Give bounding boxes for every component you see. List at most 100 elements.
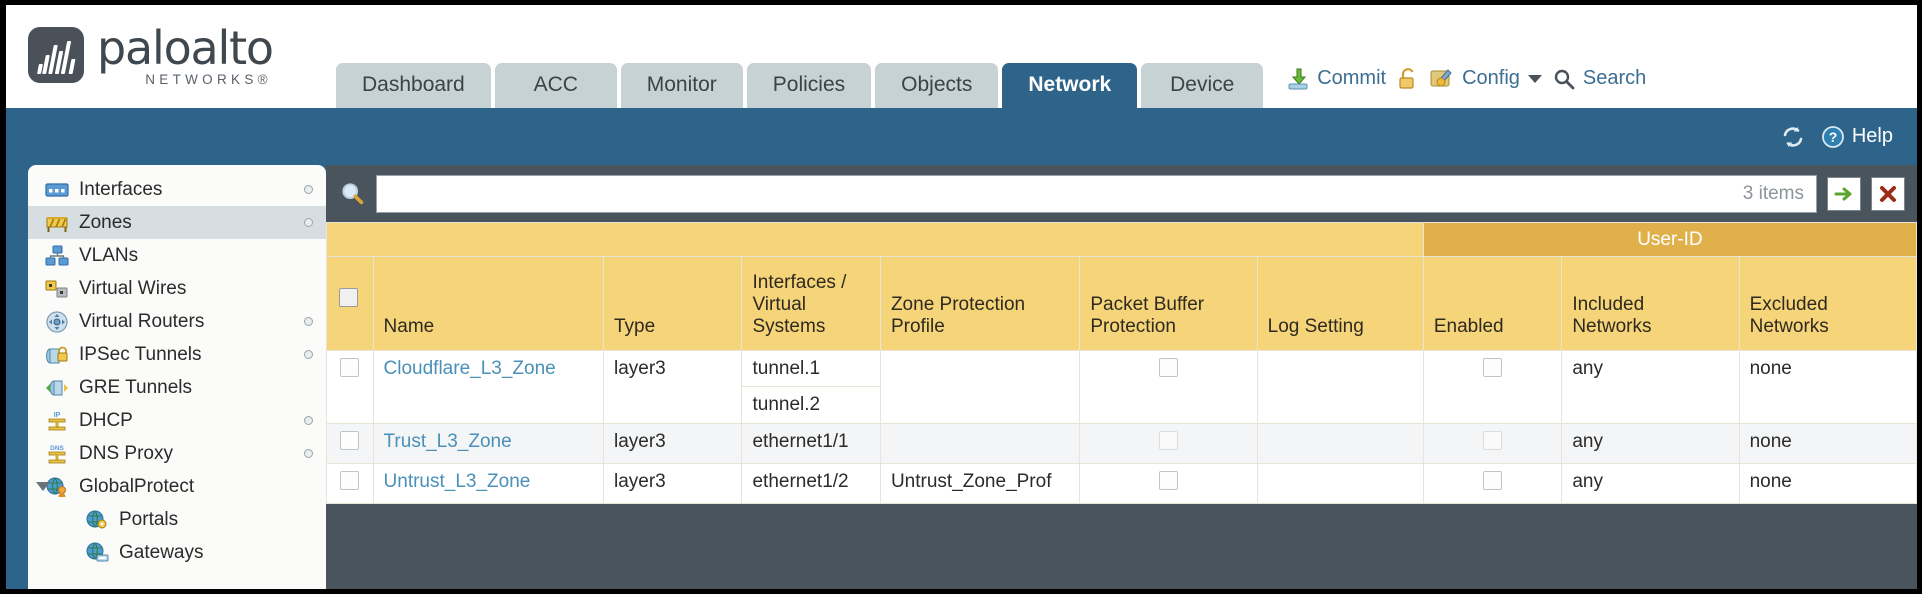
cell-packet-buffer-protection — [1079, 350, 1258, 424]
content-panel: 3 items — [326, 165, 1917, 589]
column-header-zone-protection-profile[interactable]: Zone Protection Profile — [879, 256, 1081, 351]
sidebar-item-portals[interactable]: Portals — [28, 503, 326, 536]
packet-buffer-checkbox[interactable] — [1159, 471, 1178, 490]
column-header-enabled[interactable]: Enabled — [1422, 256, 1563, 351]
cell-log-setting — [1256, 350, 1424, 424]
cell-type: layer3 — [602, 350, 743, 424]
cell-included-networks: any — [1561, 463, 1740, 504]
sidebar-item-label: Gateways — [119, 541, 204, 563]
zone-link[interactable]: Cloudflare_L3_Zone — [383, 358, 556, 379]
cell-excluded-networks: none — [1738, 423, 1917, 464]
sidebar-item-label: Interfaces — [79, 178, 163, 200]
dhcp-icon: IP — [44, 410, 70, 432]
search-input[interactable]: 3 items — [376, 175, 1817, 213]
column-header-packet-buffer-protection[interactable]: Packet Buffer Protection — [1079, 256, 1258, 351]
cell-userid-enabled — [1422, 423, 1563, 464]
cell-included-networks: any — [1561, 423, 1740, 464]
sidebar-item-label: GRE Tunnels — [79, 376, 192, 398]
select-all-checkbox[interactable] — [339, 288, 358, 307]
app-header: paloalto NETWORKS® Dashboard ACC Monitor… — [6, 5, 1917, 108]
svg-text:IP: IP — [54, 412, 61, 419]
sidebar-item-virtual-routers[interactable]: Virtual Routers — [28, 305, 326, 338]
sidebar-item-virtual-wires[interactable]: Virtual Wires — [28, 272, 326, 305]
table-row[interactable]: Trust_L3_Zone layer3 ethernet1/1 any — [326, 423, 1917, 464]
column-header-type[interactable]: Type — [602, 256, 743, 351]
column-header-excluded-networks[interactable]: Excluded Networks — [1738, 256, 1917, 351]
status-dot — [304, 218, 313, 227]
cell-log-setting — [1256, 423, 1424, 464]
filter-bar: 3 items — [326, 165, 1917, 222]
cell-excluded-networks: none — [1738, 350, 1917, 424]
tab-dashboard[interactable]: Dashboard — [336, 63, 491, 108]
sidebar-item-label: Virtual Routers — [79, 310, 205, 332]
tab-monitor[interactable]: Monitor — [620, 63, 743, 108]
packet-buffer-checkbox[interactable] — [1159, 358, 1178, 377]
expand-triangle-icon[interactable] — [36, 482, 50, 491]
search-icon[interactable] — [340, 183, 366, 205]
group-header-user-id: User-ID — [1422, 222, 1917, 257]
zone-link[interactable]: Trust_L3_Zone — [383, 431, 512, 452]
userid-enabled-checkbox[interactable] — [1483, 358, 1503, 377]
clear-filter-button[interactable] — [1871, 177, 1905, 211]
tab-objects[interactable]: Objects — [875, 63, 999, 108]
sidebar-item-dhcp[interactable]: IP DHCP — [28, 404, 326, 437]
column-header-included-networks[interactable]: Included Networks — [1561, 256, 1740, 351]
cell-zone-protection-profile: Untrust_Zone_Prof — [879, 463, 1081, 504]
cell-userid-enabled — [1422, 463, 1563, 504]
zone-link[interactable]: Untrust_L3_Zone — [383, 471, 531, 492]
zones-table: User-ID Name Type Interfaces / Virtual S… — [326, 222, 1917, 504]
status-dot — [304, 416, 313, 425]
sidebar-item-label: DHCP — [79, 409, 133, 431]
tab-policies[interactable]: Policies — [746, 63, 872, 108]
sidebar-nav: Interfaces Zones — [28, 165, 326, 589]
row-checkbox[interactable] — [340, 358, 360, 377]
help-button[interactable]: ? Help — [1820, 125, 1893, 148]
tab-device[interactable]: Device — [1141, 63, 1264, 108]
column-header-interfaces[interactable]: Interfaces / Virtual Systems — [741, 256, 881, 351]
search-button[interactable]: Search — [1551, 67, 1646, 90]
refresh-icon[interactable] — [1780, 126, 1806, 148]
dns-proxy-icon: DNS — [44, 443, 70, 465]
sidebar-item-label: Portals — [119, 508, 179, 530]
body: Interfaces Zones — [6, 165, 1917, 589]
table-row[interactable]: Untrust_L3_Zone layer3 ethernet1/2 Untru… — [326, 463, 1917, 504]
gateways-icon — [84, 542, 110, 564]
sidebar-item-dns-proxy[interactable]: DNS DNS Proxy — [28, 437, 326, 470]
cell-userid-enabled — [1422, 350, 1563, 424]
cell-included-networks: any — [1561, 350, 1740, 424]
tab-acc[interactable]: ACC — [494, 63, 617, 108]
sidebar-item-zones[interactable]: Zones — [28, 206, 326, 239]
interface-entry: tunnel.2 — [752, 394, 821, 415]
table-row[interactable]: Cloudflare_L3_Zone layer3 tunnel.1 tunne… — [326, 350, 1917, 424]
tab-network[interactable]: Network — [1002, 63, 1138, 108]
userid-enabled-checkbox[interactable] — [1483, 471, 1503, 490]
sidebar-item-gateways[interactable]: Gateways — [28, 536, 326, 569]
sidebar-item-interfaces[interactable]: Interfaces — [28, 173, 326, 206]
userid-enabled-checkbox[interactable] — [1483, 431, 1503, 450]
help-label: Help — [1851, 125, 1893, 147]
status-dot — [304, 317, 313, 326]
vlans-icon — [44, 245, 70, 267]
column-header-log-setting[interactable]: Log Setting — [1256, 256, 1424, 351]
sidebar-item-label: IPSec Tunnels — [79, 343, 202, 365]
interface-entry: tunnel.1 — [742, 351, 880, 387]
sidebar-item-globalprotect[interactable]: GlobalProtect — [28, 470, 326, 503]
cell-zone-protection-profile — [879, 423, 1081, 464]
row-checkbox[interactable] — [340, 431, 360, 450]
row-checkbox[interactable] — [340, 471, 360, 490]
sidebar-item-vlans[interactable]: VLANs — [28, 239, 326, 272]
ipsec-tunnels-icon — [44, 344, 70, 366]
cell-zone-protection-profile — [879, 350, 1081, 424]
config-menu[interactable]: Config — [1430, 67, 1542, 90]
packet-buffer-checkbox[interactable] — [1159, 431, 1178, 450]
apply-filter-button[interactable] — [1827, 177, 1861, 211]
sidebar-item-ipsec-tunnels[interactable]: IPSec Tunnels — [28, 338, 326, 371]
column-header-name[interactable]: Name — [372, 256, 604, 351]
sidebar-item-gre-tunnels[interactable]: GRE Tunnels — [28, 371, 326, 404]
item-count: 3 items — [1742, 183, 1804, 204]
padlock-icon[interactable] — [1395, 67, 1421, 90]
table-header-row: Name Type Interfaces / Virtual Systems Z… — [326, 256, 1917, 351]
commit-button[interactable]: Commit — [1285, 67, 1386, 90]
commit-label: Commit — [1317, 67, 1387, 89]
